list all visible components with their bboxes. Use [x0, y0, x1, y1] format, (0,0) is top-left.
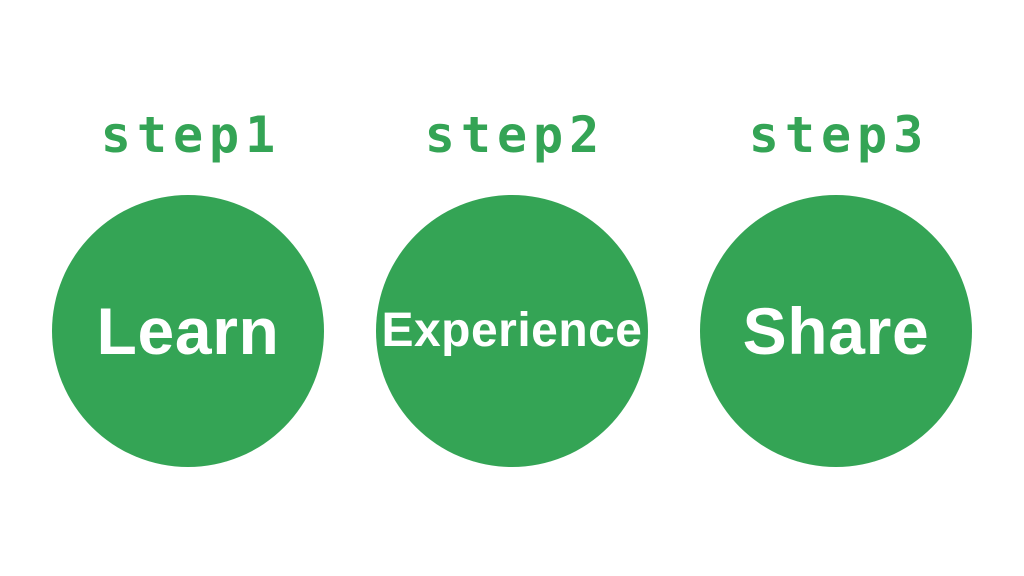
step-2-label: step2 [424, 106, 606, 164]
step-1-label: step1 [100, 106, 282, 164]
step-3-label: step3 [748, 106, 930, 164]
step-2-column: step2 Experience [376, 104, 648, 467]
step-2-circle: Experience [376, 194, 648, 467]
step-1-circle-text: Learn [96, 293, 280, 368]
step-3-circle: Share [700, 194, 972, 467]
step-1-column: step1 Learn [52, 104, 324, 467]
step-3-column: step3 Share [700, 104, 972, 467]
step-2-circle-text: Experience [381, 303, 643, 357]
steps-diagram: step1 Learn step2 Experience step3 Share [52, 104, 972, 467]
step-1-circle: Learn [52, 194, 324, 467]
step-3-circle-text: Share [742, 293, 930, 368]
